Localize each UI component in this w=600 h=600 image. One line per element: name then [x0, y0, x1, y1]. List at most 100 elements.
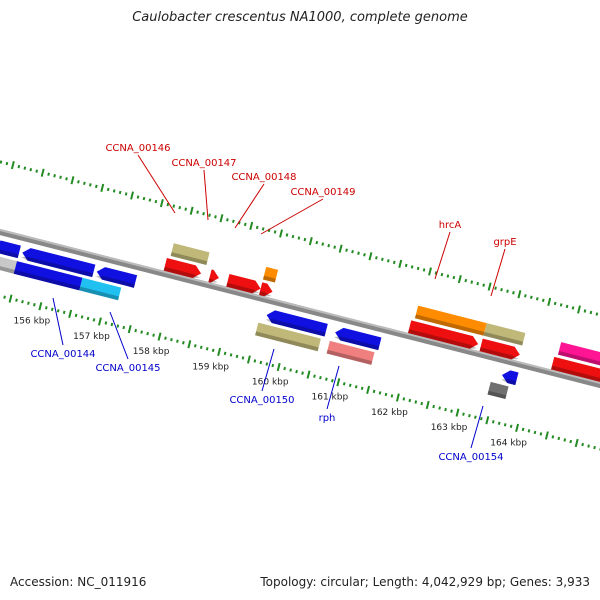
gene-feature[interactable]	[557, 342, 600, 373]
minor-tick	[476, 281, 480, 286]
gene-feature[interactable]	[170, 243, 210, 266]
minor-tick	[140, 330, 143, 334]
minor-tick	[178, 205, 182, 210]
minor-tick	[404, 263, 408, 268]
gene-label[interactable]: CCNA_00154	[438, 452, 503, 463]
gene-feature[interactable]	[334, 326, 382, 351]
gene-feature[interactable]	[483, 323, 526, 346]
major-tick	[308, 236, 313, 246]
minor-tick	[410, 265, 414, 269]
major-tick	[157, 332, 162, 341]
minor-tick	[124, 192, 128, 196]
minor-tick	[229, 353, 233, 357]
gene-feature[interactable]	[265, 309, 328, 337]
gene-feature[interactable]	[255, 322, 321, 352]
minor-tick	[342, 382, 346, 386]
gene-label[interactable]: CCNA_00149	[290, 187, 355, 198]
minor-tick	[112, 189, 116, 193]
gene-feature[interactable]	[551, 356, 600, 386]
minor-tick	[59, 175, 62, 179]
gene-feature[interactable]	[0, 239, 21, 259]
gene-feature[interactable]	[13, 261, 83, 291]
minor-tick	[509, 424, 513, 429]
label-leader-line	[470, 405, 484, 449]
minor-tick	[214, 215, 217, 219]
genome-title: Caulobacter crescentus NA1000, complete …	[132, 10, 468, 25]
minor-tick	[283, 366, 287, 371]
minor-tick	[94, 184, 98, 189]
gene-label[interactable]: CCNA_00150	[229, 395, 294, 406]
major-tick	[485, 416, 490, 425]
tick-label: 159 kbp	[192, 362, 229, 372]
gene-shadow	[483, 331, 524, 346]
minor-tick	[565, 304, 569, 309]
gene-label[interactable]: CCNA_00147	[171, 158, 236, 169]
minor-tick	[196, 210, 199, 214]
minor-tick	[432, 404, 436, 409]
gene-feature[interactable]	[479, 338, 522, 361]
major-tick	[395, 393, 400, 402]
minor-tick	[118, 190, 122, 195]
minor-tick	[587, 444, 590, 448]
gene-feature[interactable]	[0, 254, 17, 274]
minor-tick	[273, 230, 277, 234]
gene-feature[interactable]	[79, 277, 122, 301]
minor-tick	[182, 341, 185, 345]
minor-tick	[372, 389, 376, 394]
minor-tick	[211, 348, 215, 353]
minor-tick	[15, 298, 18, 302]
minor-tick	[53, 174, 56, 178]
tick-label: 160 kbp	[252, 377, 289, 387]
gene-feature[interactable]	[226, 274, 262, 295]
gene-label[interactable]: grpE	[493, 237, 516, 248]
minor-tick	[589, 310, 593, 315]
gene-feature[interactable]	[259, 282, 274, 298]
minor-tick	[563, 438, 567, 442]
minor-tick	[297, 236, 301, 240]
minor-tick	[321, 242, 325, 246]
minor-tick	[3, 295, 6, 299]
label-leader-line	[490, 248, 506, 297]
label-leader-line	[234, 183, 265, 229]
gene-feature[interactable]	[163, 258, 203, 280]
minor-tick	[450, 409, 453, 413]
major-tick	[366, 385, 371, 394]
gene-feature[interactable]	[500, 369, 519, 386]
major-tick	[547, 297, 552, 306]
gene-feature[interactable]	[326, 340, 375, 365]
minor-tick	[146, 331, 149, 336]
minor-tick	[289, 368, 292, 372]
minor-tick	[142, 196, 146, 201]
major-tick	[515, 423, 520, 432]
label-leader-line	[260, 198, 324, 235]
minor-tick	[86, 316, 90, 321]
gene-label[interactable]: CCNA_00144	[30, 349, 95, 360]
gene-label[interactable]: CCNA_00146	[105, 143, 170, 154]
minor-tick	[265, 362, 269, 366]
gene-shadow	[500, 379, 517, 386]
minor-tick	[295, 369, 298, 374]
gene-label[interactable]: CCNA_00145	[95, 363, 160, 374]
gene-label[interactable]: rph	[319, 413, 336, 424]
minor-tick	[83, 181, 86, 186]
minor-tick	[446, 274, 450, 278]
gene-feature[interactable]	[262, 266, 279, 283]
gene-feature[interactable]	[208, 269, 220, 284]
gene-feature[interactable]	[487, 381, 509, 400]
minor-tick	[331, 379, 334, 383]
gene-feature[interactable]	[21, 246, 96, 278]
gene-label[interactable]: CCNA_00148	[231, 172, 296, 183]
tick-label: 164 kbp	[490, 438, 527, 448]
minor-tick	[444, 407, 447, 412]
minor-tick	[303, 237, 307, 242]
minor-tick	[327, 243, 331, 248]
minor-tick	[164, 336, 167, 340]
gene-feature[interactable]	[408, 320, 480, 350]
major-tick	[130, 191, 135, 200]
gene-feature[interactable]	[414, 305, 487, 336]
major-tick	[574, 438, 579, 448]
gene-label[interactable]: hrcA	[439, 220, 462, 231]
gene-shadow	[414, 314, 485, 336]
gene-feature[interactable]	[95, 265, 138, 288]
